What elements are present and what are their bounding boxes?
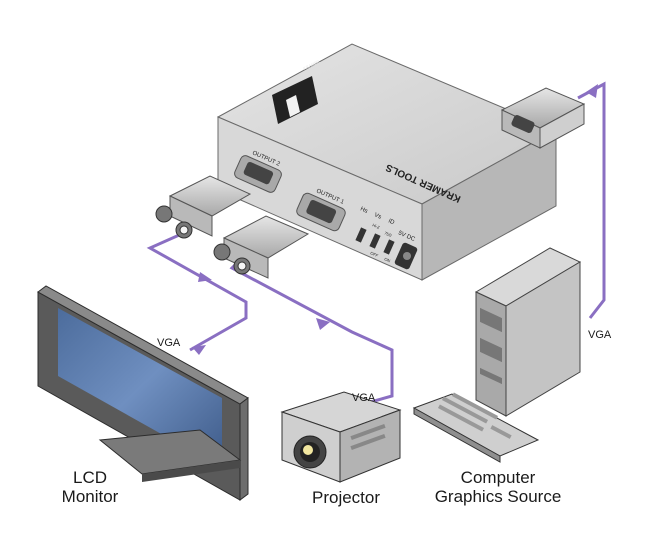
vga-label-source: VGA xyxy=(588,329,612,341)
cable-arrow-projector xyxy=(316,318,330,330)
vga-label-monitor: VGA xyxy=(157,337,181,349)
lcd-monitor xyxy=(37,285,249,501)
projector-label: Projector xyxy=(311,488,381,507)
lcd-label-line1: LCD xyxy=(72,468,107,487)
hiz-label: Hi-Z xyxy=(372,222,381,230)
id-label: ID xyxy=(387,218,396,226)
vga-cable-projector xyxy=(229,260,394,412)
hs-label: Hs xyxy=(359,206,368,214)
source-label-line1: Computer xyxy=(460,468,536,487)
vs-label: Vs xyxy=(373,212,382,220)
kramer-distribution-amplifier xyxy=(216,43,558,281)
keyboard xyxy=(412,392,540,463)
source-label: Computer Graphics Source xyxy=(418,468,578,506)
cable-arrow-source xyxy=(586,84,598,98)
source-label-line2: Graphics Source xyxy=(434,487,562,506)
75-ohm-label: 75Ω xyxy=(384,230,393,238)
vga-cable-monitor xyxy=(146,230,248,352)
output-1-port xyxy=(296,192,346,232)
projector xyxy=(280,391,402,483)
vga-plug-output-1 xyxy=(213,215,310,279)
computer-tower xyxy=(474,247,582,417)
cable-arrow-monitor xyxy=(192,345,206,355)
output-2-port xyxy=(234,155,282,193)
lcd-label-line2: Monitor xyxy=(61,487,119,506)
off-label: OFF xyxy=(370,250,380,258)
kramer-logo xyxy=(272,76,318,124)
dip-switches xyxy=(355,227,395,255)
lcd-monitor-label: LCD Monitor xyxy=(44,468,136,506)
power-jack xyxy=(394,242,418,270)
on-label: ON xyxy=(384,256,392,263)
vga-label-projector: VGA xyxy=(352,392,376,404)
vga-plug-output-2 xyxy=(155,175,252,239)
cable-arrow-monitor-mid xyxy=(198,272,212,282)
vga-plug-input xyxy=(500,87,586,149)
